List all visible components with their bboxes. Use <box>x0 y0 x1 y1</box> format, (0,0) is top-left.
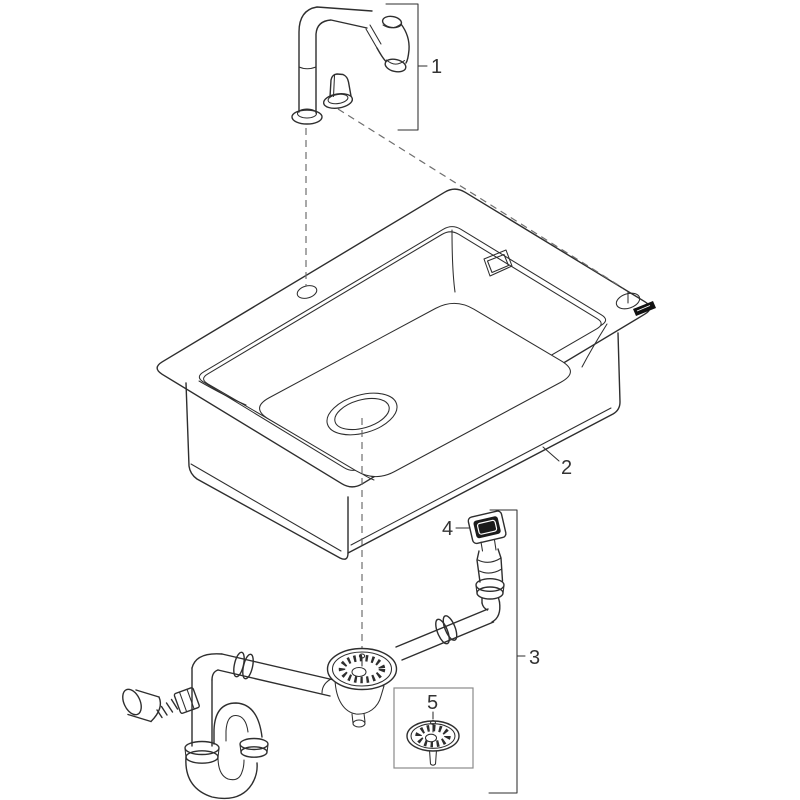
callout-4-label: 4 <box>442 518 453 540</box>
trap-vertical-pipe <box>191 667 213 747</box>
faucet-hole <box>296 285 318 299</box>
bowl-corner-edge-top <box>451 229 456 293</box>
callout-3-label: 3 <box>529 647 540 669</box>
callout-5-label: 5 <box>427 692 438 714</box>
bowl-corner-edge-left <box>198 380 247 406</box>
overflow-body <box>476 548 504 583</box>
faucet-riser-joint <box>298 66 317 70</box>
strainer-body <box>321 647 398 728</box>
strainer-basket-drawing <box>406 720 460 766</box>
align-line-knob <box>337 108 624 289</box>
drain-hole <box>326 392 398 436</box>
deck-accessory-hole <box>615 291 641 310</box>
sink-right-wall <box>347 332 621 554</box>
callouts: 1 2 3 4 5 <box>385 3 572 794</box>
faucet-handle-knob <box>322 73 354 109</box>
overflow-head <box>467 510 507 545</box>
trap-u-bend <box>185 756 258 800</box>
hose-barb-branch <box>122 687 200 723</box>
callout-1-bracket <box>385 3 428 131</box>
drain-set-drawing <box>122 510 507 800</box>
trap-inlet-pipe <box>217 651 335 697</box>
sink-right-wall-edge2 <box>350 407 612 546</box>
faucet-drawing <box>291 6 410 125</box>
brand-badge <box>633 301 656 316</box>
trap-elbow <box>191 653 223 681</box>
faucet-riser <box>298 6 373 113</box>
spray-head <box>376 15 410 73</box>
sink-left-wall <box>185 382 349 560</box>
overflow-connector-unit <box>395 510 507 661</box>
overflow-pipe <box>395 608 495 661</box>
faucet-base-flange <box>291 109 323 125</box>
bowl-corner-edge-right <box>581 323 608 368</box>
callout-3-bracket <box>488 509 526 794</box>
sink-left-wall-edge2 <box>190 463 342 552</box>
overflow-elbow <box>481 601 501 623</box>
trap-arch <box>213 702 263 745</box>
callout-2-label: 2 <box>561 457 572 479</box>
callout-1-label: 1 <box>431 56 442 78</box>
detail-box <box>393 687 474 769</box>
sink-drawing <box>156 188 656 560</box>
spout-junction <box>365 24 382 49</box>
strainer-basket-box <box>393 687 474 769</box>
overflow-slot <box>483 249 513 277</box>
p-trap <box>122 653 269 800</box>
callout-2-leader <box>542 446 560 462</box>
